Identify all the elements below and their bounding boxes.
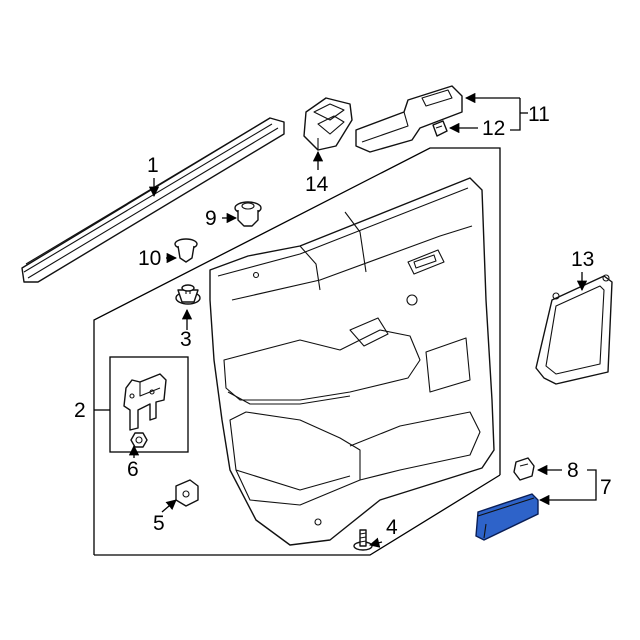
- callout-12: 12: [482, 117, 505, 140]
- callout-8: 8: [567, 459, 579, 482]
- callout-2: 2: [74, 399, 86, 422]
- callout-3: 3: [180, 328, 192, 351]
- leader-lines: [94, 92, 597, 548]
- part-4-screw[interactable]: [353, 529, 373, 551]
- callout-4: 4: [386, 516, 398, 539]
- part-2-door-trim-panel[interactable]: [93, 147, 501, 556]
- callout-14: 14: [305, 173, 329, 196]
- part-11-switch-bezel[interactable]: [355, 85, 463, 153]
- part-13-speaker-grille[interactable]: [535, 274, 613, 385]
- callout-11: 11: [528, 103, 550, 126]
- callout-5: 5: [153, 512, 165, 535]
- callout-9: 9: [205, 207, 217, 230]
- part-1-belt-weatherstrip[interactable]: [21, 117, 285, 283]
- callout-13: 13: [571, 248, 594, 271]
- part-14-switch[interactable]: [303, 97, 353, 151]
- part-7-lower-trim-highlighted[interactable]: [475, 493, 539, 541]
- callout-1: 1: [147, 154, 159, 177]
- part-9-push-pin[interactable]: [234, 201, 262, 227]
- part-8-clip[interactable]: [513, 457, 535, 481]
- callout-6: 6: [127, 458, 139, 481]
- part-10-retainer[interactable]: [174, 238, 198, 263]
- part-12-clip[interactable]: [432, 120, 448, 137]
- part-6-bracket-assembly[interactable]: [109, 356, 189, 453]
- callout-7: 7: [600, 476, 612, 499]
- part-3-grommet[interactable]: [175, 284, 201, 305]
- callout-labels: 1 2 3 4 5 6 7 8 9 10 11 12 13 14: [74, 103, 612, 539]
- part-5-bracket[interactable]: [175, 479, 199, 507]
- callout-10: 10: [138, 247, 161, 270]
